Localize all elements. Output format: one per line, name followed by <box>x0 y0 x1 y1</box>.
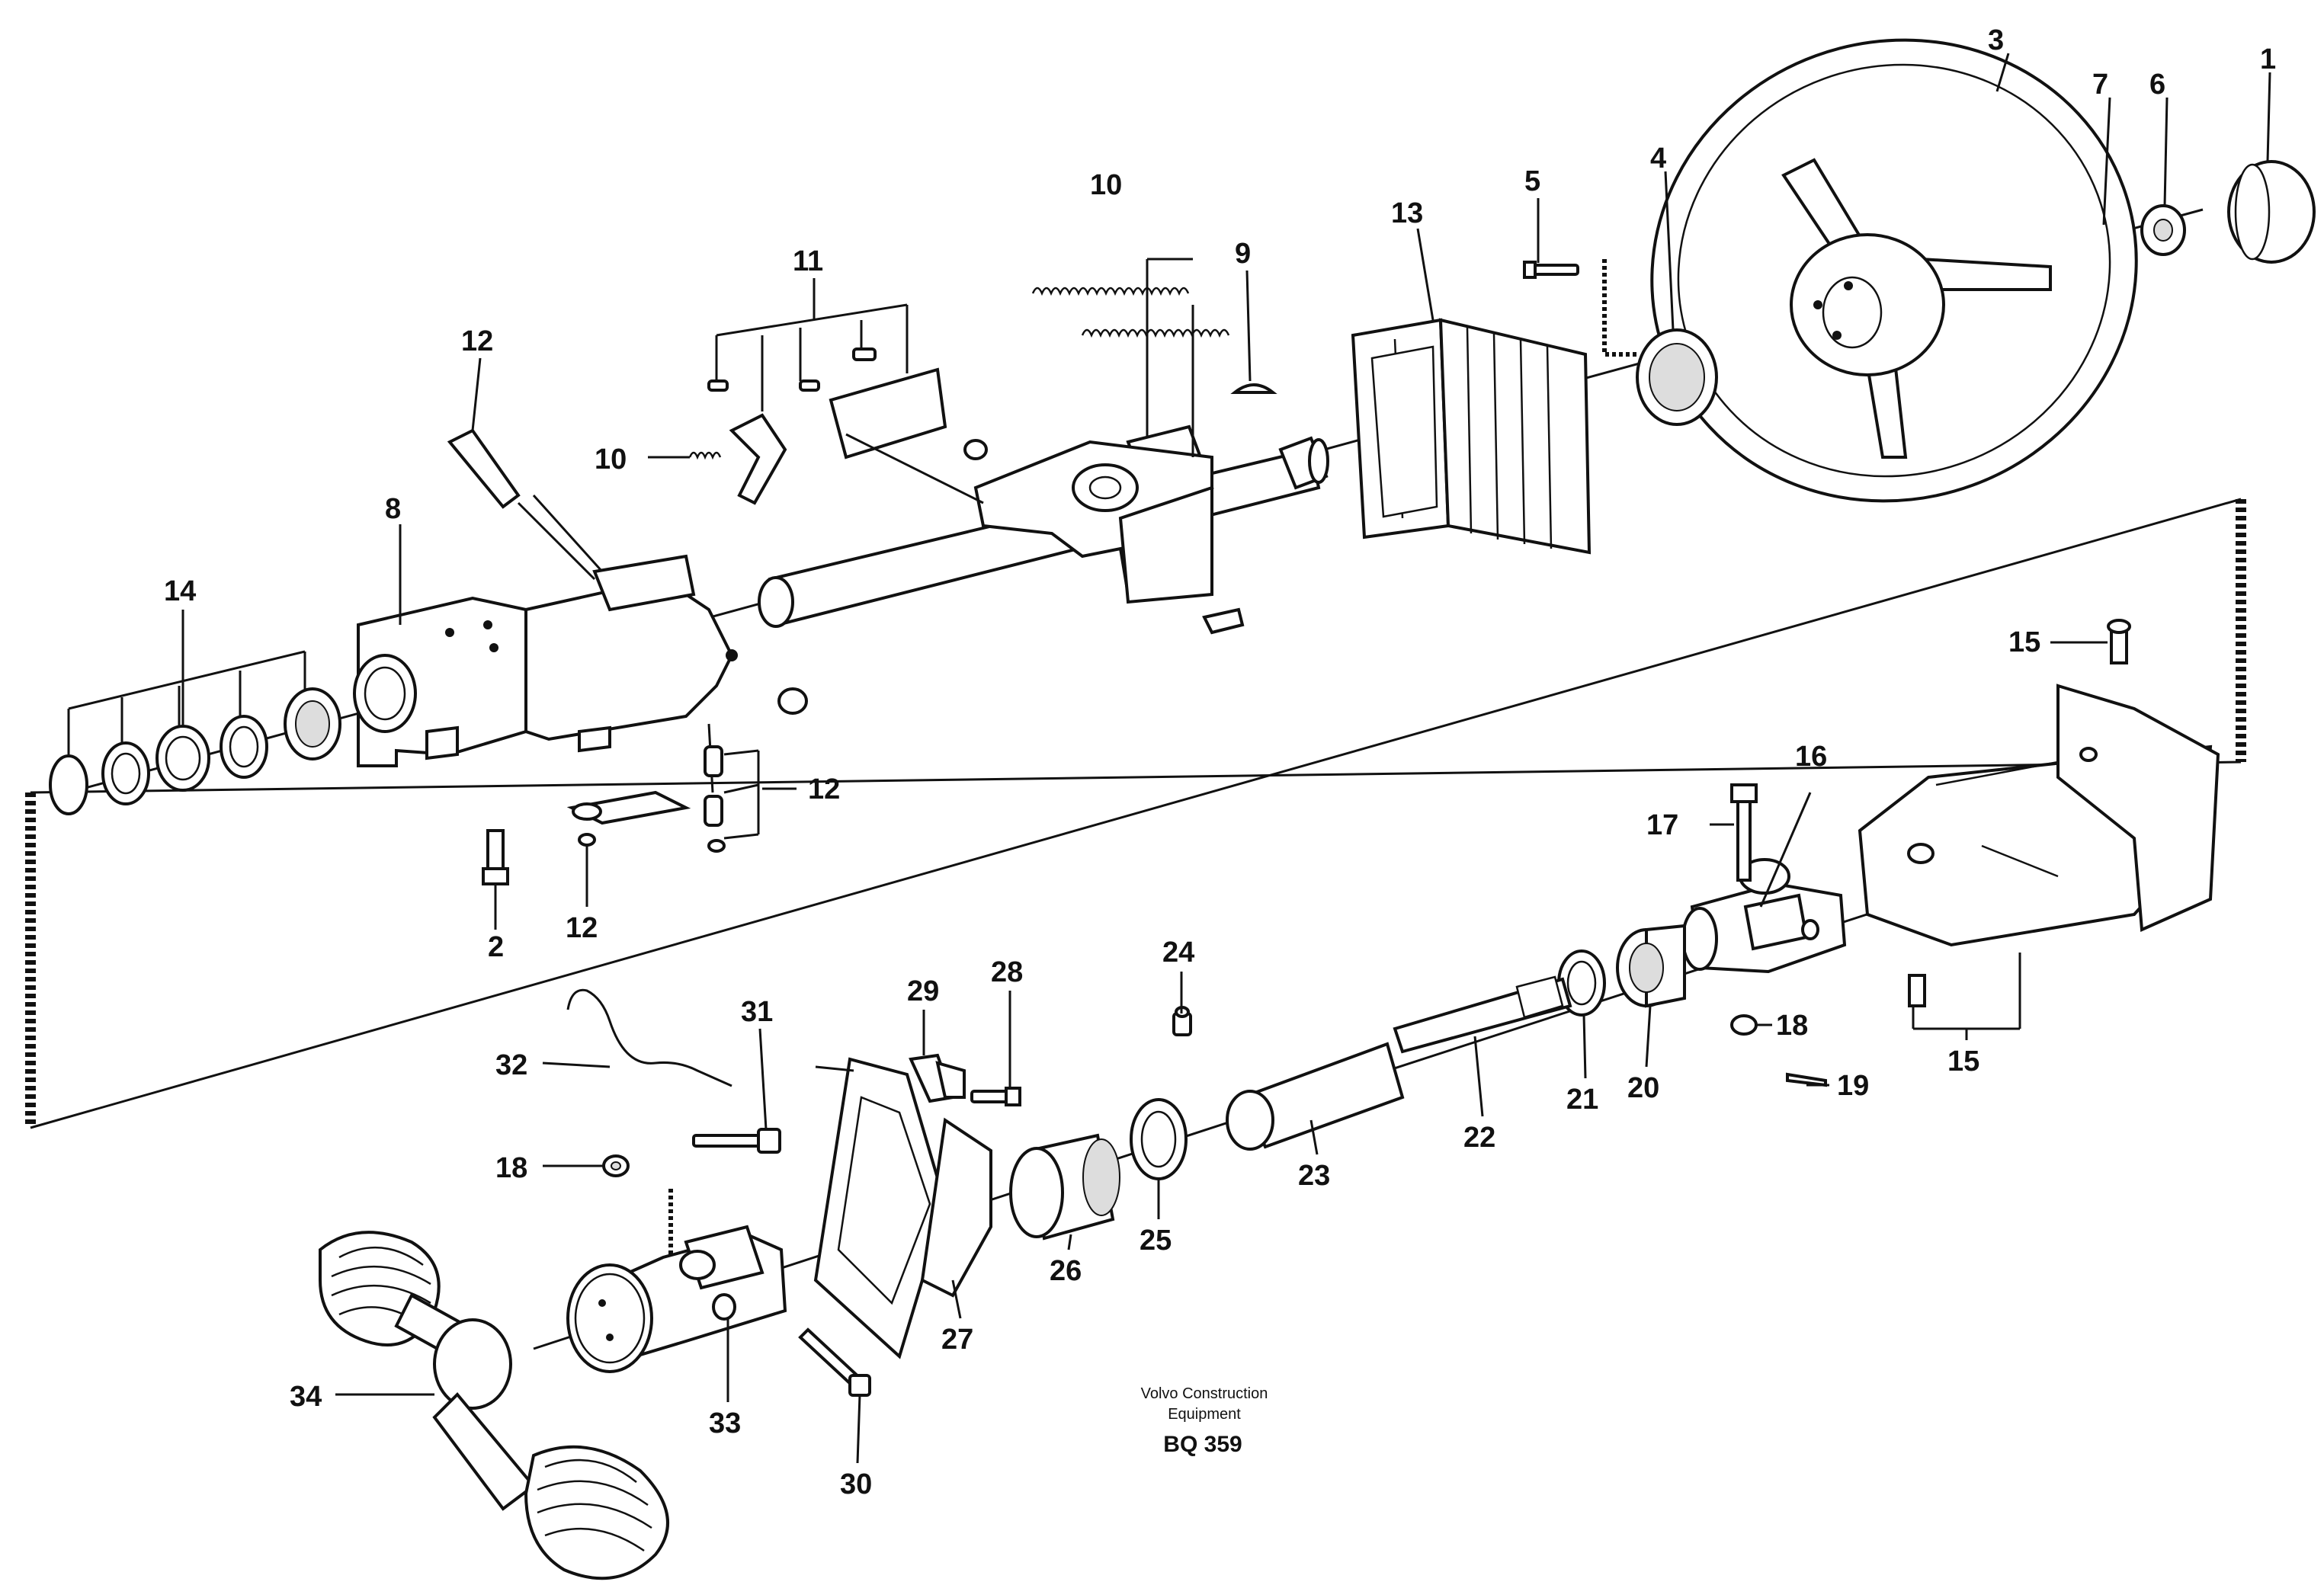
callout-15-upper: 15 <box>2008 626 2040 658</box>
callout-22: 22 <box>1463 1122 1495 1154</box>
callout-12-upper: 12 <box>461 325 493 357</box>
callout-20: 20 <box>1627 1072 1659 1104</box>
callout-14: 14 <box>164 575 196 607</box>
callout-33: 33 <box>709 1407 741 1439</box>
nut-part-lower <box>602 1154 630 1177</box>
callout-30: 30 <box>840 1468 872 1500</box>
nut-part <box>2140 204 2186 256</box>
callout-16: 16 <box>1795 741 1827 773</box>
callout-12-lower: 12 <box>566 912 598 944</box>
sleeve-part-20 <box>1616 924 1686 1008</box>
callout-5: 5 <box>1524 165 1540 197</box>
pedal-handle-part <box>319 1231 669 1580</box>
callout-28: 28 <box>991 956 1023 988</box>
ratchet-plate-part <box>707 303 988 505</box>
linkage-part <box>566 723 760 853</box>
column-shaft-part <box>758 424 1329 635</box>
callout-25: 25 <box>1140 1225 1172 1257</box>
callout-27: 27 <box>941 1324 973 1356</box>
callout-23: 23 <box>1298 1160 1330 1192</box>
bushing-part <box>1636 328 1718 426</box>
universal-joint-lower-part <box>566 1225 787 1373</box>
callout-24: 24 <box>1162 937 1194 969</box>
floor-boot-part <box>813 1057 992 1359</box>
screw-part <box>1523 259 1639 357</box>
bolt-part <box>482 829 509 885</box>
callout-29: 29 <box>907 975 939 1007</box>
callout-4: 4 <box>1650 142 1666 175</box>
cap-part <box>2227 160 2316 264</box>
callout-26: 26 <box>1050 1255 1082 1287</box>
bolt-part-30 <box>798 1327 871 1397</box>
ring-stack-part <box>49 650 341 815</box>
shaft-part <box>1226 975 1572 1151</box>
callout-9: 9 <box>1235 238 1251 270</box>
callout-34: 34 <box>290 1381 322 1413</box>
key-part <box>1230 383 1277 394</box>
callout-3: 3 <box>1988 24 2004 56</box>
caption-company: Volvo Construction <box>1141 1385 1268 1402</box>
callout-1: 1 <box>2260 43 2276 75</box>
caption-code: BQ 359 <box>1163 1432 1242 1457</box>
callout-18-left: 18 <box>495 1152 527 1184</box>
callout-31: 31 <box>741 996 773 1028</box>
callout-13: 13 <box>1391 197 1423 229</box>
callout-32: 32 <box>495 1049 527 1081</box>
leader-lines <box>181 53 2271 1464</box>
spring-part-lower <box>688 451 722 460</box>
callout-21: 21 <box>1566 1084 1598 1116</box>
rubber-boot-part <box>1351 318 1592 555</box>
bolt-part-31 <box>668 1128 781 1257</box>
universal-joint-upper-part <box>1681 783 1847 1087</box>
clip-part-29 <box>909 1053 966 1103</box>
spring-part-upper <box>1031 258 1230 457</box>
bracket-part <box>353 554 808 767</box>
ring-part-21 <box>1557 949 1606 1017</box>
wire-part-32 <box>566 988 732 1087</box>
callout-11: 11 <box>793 245 823 277</box>
callout-19: 19 <box>1837 1070 1869 1102</box>
seal-ring-part-25 <box>1130 1098 1188 1180</box>
callout-labels: 1 3 7 6 4 5 13 9 10 11 10 12 8 14 12 2 1… <box>164 24 2276 1500</box>
screw-part-28 <box>970 1087 1021 1106</box>
callout-15-lower: 15 <box>1947 1045 1979 1077</box>
callout-18-right: 18 <box>1776 1010 1808 1042</box>
assembly-link-frame <box>25 498 2246 1129</box>
lever-part <box>447 428 604 581</box>
steering-wheel-part <box>1650 38 2138 503</box>
diagram-caption: Volvo Construction Equipment BQ 359 <box>1141 1385 1268 1457</box>
cover-housing-part <box>1858 619 2220 1030</box>
callout-10-lower: 10 <box>595 443 627 476</box>
caption-company-line2: Equipment <box>1168 1406 1241 1423</box>
callout-6: 6 <box>2149 69 2165 101</box>
bushing-part-26 <box>1009 1133 1120 1241</box>
callout-17: 17 <box>1646 809 1678 841</box>
callout-7: 7 <box>2092 69 2108 101</box>
callout-8: 8 <box>385 493 401 525</box>
callout-10-upper: 10 <box>1090 169 1122 201</box>
callout-12-right: 12 <box>808 773 840 805</box>
callout-2: 2 <box>488 931 504 963</box>
